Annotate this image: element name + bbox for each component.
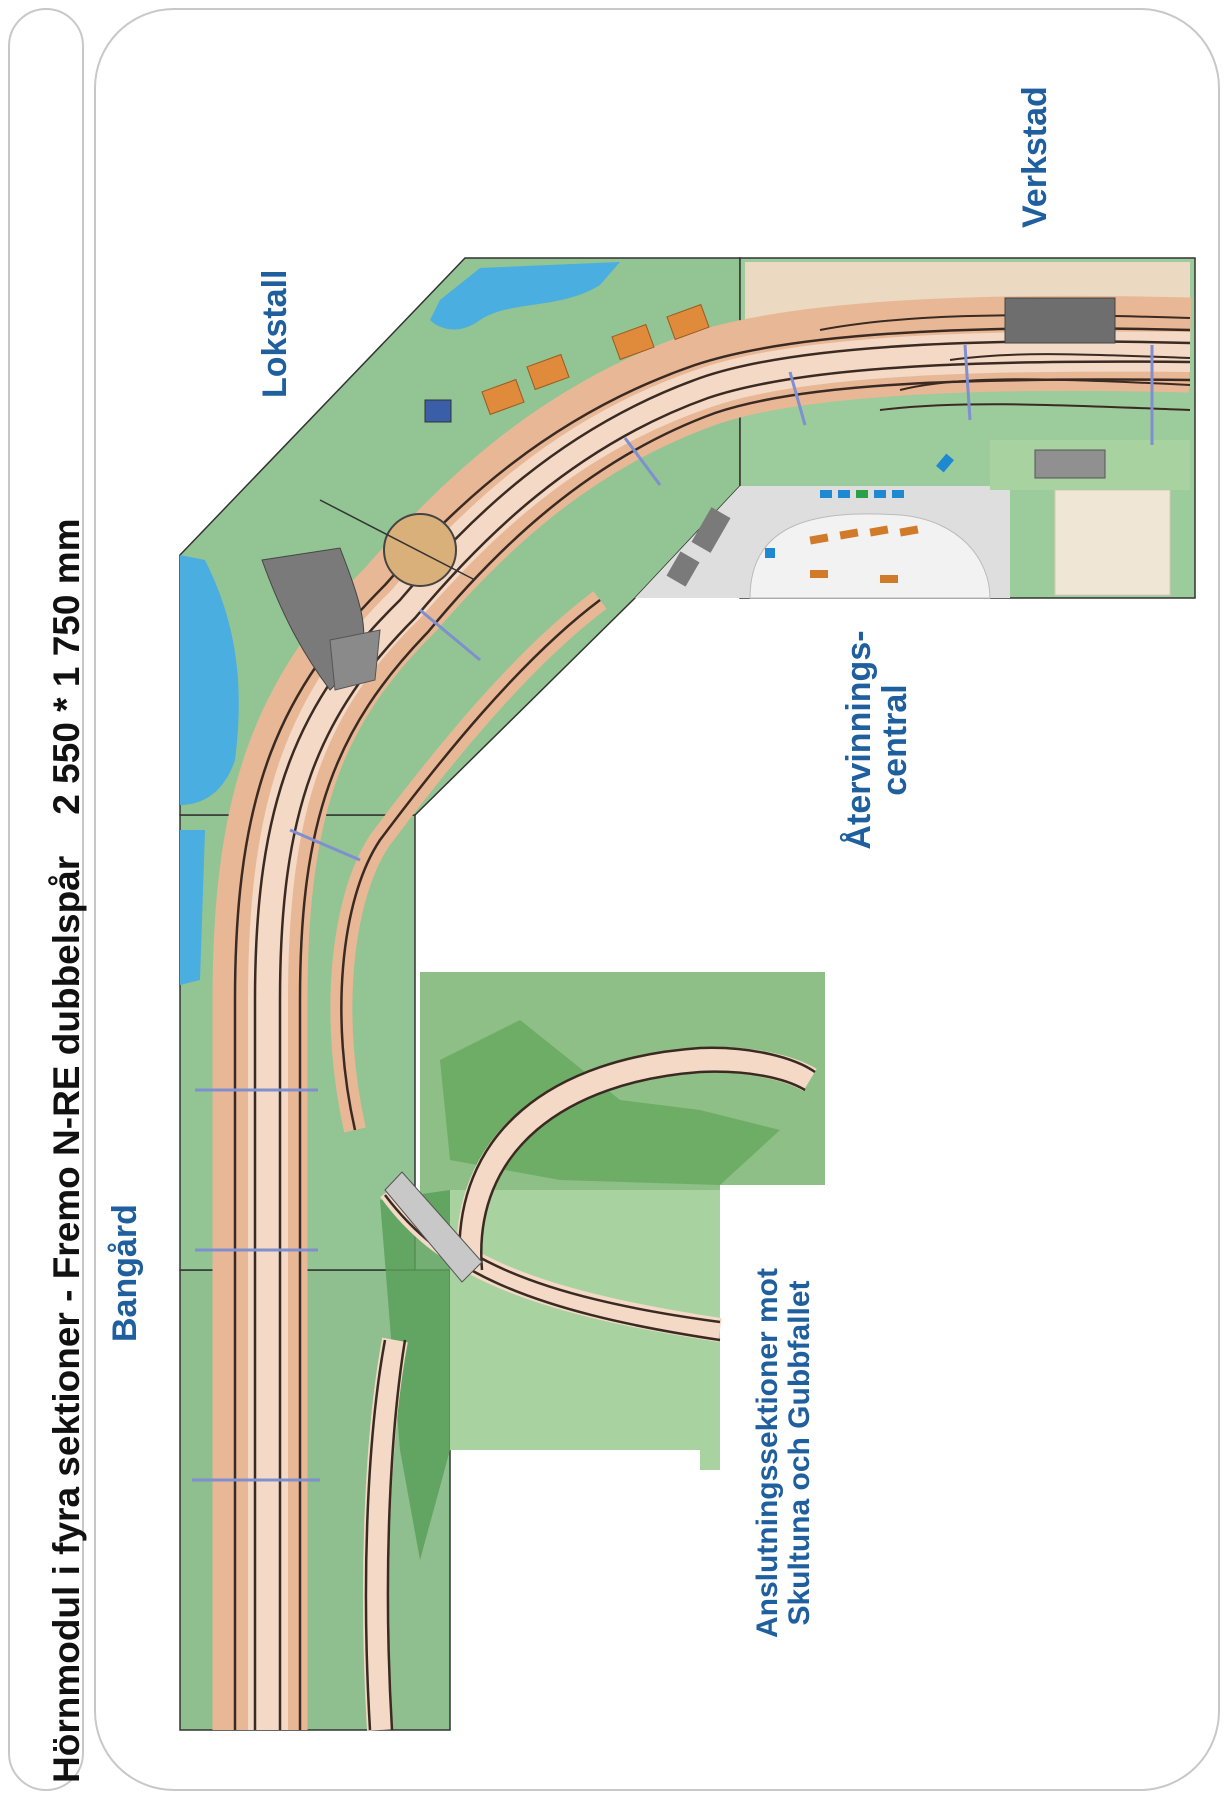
label-anslutning-line1: Anslutningssektioner mot [751, 1267, 784, 1639]
house-3 [526, 353, 570, 391]
recycling-shed-2 [666, 551, 700, 587]
house-5 [666, 303, 710, 341]
buildings [424, 297, 1116, 587]
branch-lines [330, 591, 817, 1731]
container-blue-3 [874, 490, 886, 498]
lake-top [430, 262, 620, 330]
water-areas [180, 262, 620, 985]
container-blue-2 [838, 490, 850, 498]
container-blue-1 [820, 490, 832, 498]
mainline [212, 295, 1192, 1730]
turntable [383, 513, 457, 587]
containers [765, 453, 954, 583]
container-orange-3 [869, 525, 889, 537]
upper-arc-bed [456, 1046, 817, 1271]
hill-mid [380, 1190, 450, 1560]
container-orange-6 [880, 575, 898, 583]
anslutning-section-lower [450, 1190, 720, 1470]
verkstad-sidings [819, 314, 1191, 411]
bridge [384, 1171, 483, 1283]
container-orange-2 [839, 528, 859, 540]
container-blue-6 [765, 548, 775, 558]
section-markers [192, 344, 1154, 1482]
lower-spur-b [386, 1339, 407, 1731]
marker-7 [788, 371, 807, 426]
siding-1 [819, 314, 1191, 331]
label-anslutningssektioner: Anslutningssektioner mot Skultuna och Gu… [751, 1218, 816, 1688]
lokstall-area [261, 499, 476, 691]
label-atervinning-line2: central [875, 684, 914, 796]
lake-strip [180, 830, 205, 985]
siding-4 [949, 353, 1191, 361]
marker-8 [963, 344, 972, 421]
connector-track-a [384, 1194, 721, 1342]
track-4 [298, 378, 1191, 1730]
shed-annex [329, 629, 381, 691]
hill-dark [440, 1020, 780, 1185]
container-orange-5 [810, 570, 828, 578]
container-green [856, 490, 868, 498]
recycling-shed-1 [691, 507, 731, 553]
mainline-bed-light [248, 331, 1191, 1730]
container-orange-4 [899, 525, 919, 537]
verkstad-shed [1034, 449, 1106, 479]
siding-2 [899, 378, 1191, 391]
house-2 [481, 378, 525, 416]
lower-spur-bed [362, 1337, 408, 1731]
label-verkstad: Verkstad [1016, 86, 1054, 228]
yard-field [1054, 489, 1171, 596]
siding-3 [879, 403, 1191, 411]
house-1 [424, 399, 452, 423]
marker-6 [623, 437, 662, 486]
title-strip [8, 8, 84, 1791]
track-2 [253, 340, 1191, 1730]
container-blue-4 [892, 490, 904, 498]
marker-5 [419, 608, 481, 662]
upper-arc-b [480, 1070, 806, 1271]
label-anslutning-line2: Skultuna och Gubbfallet [782, 1280, 816, 1626]
turntable-bridge [319, 499, 476, 581]
container-blue-5 [936, 453, 954, 473]
branch-track [340, 599, 601, 1131]
house-4 [611, 323, 655, 361]
label-atervinning-line1: Återvinnings- [840, 630, 878, 850]
track-3 [278, 360, 1191, 1730]
upper-arc-a [458, 1046, 816, 1271]
container-orange-1 [809, 533, 829, 545]
lower-spur-a [364, 1339, 387, 1731]
marker-4 [289, 828, 361, 862]
label-lokstall: Lokstall [256, 269, 294, 398]
lake-left [180, 555, 239, 805]
label-atervinningscentral: Återvinnings- central [840, 590, 914, 890]
track-1 [233, 327, 1191, 1730]
label-bangard: Bangård [106, 1204, 144, 1342]
verkstad-hall [1004, 297, 1116, 344]
